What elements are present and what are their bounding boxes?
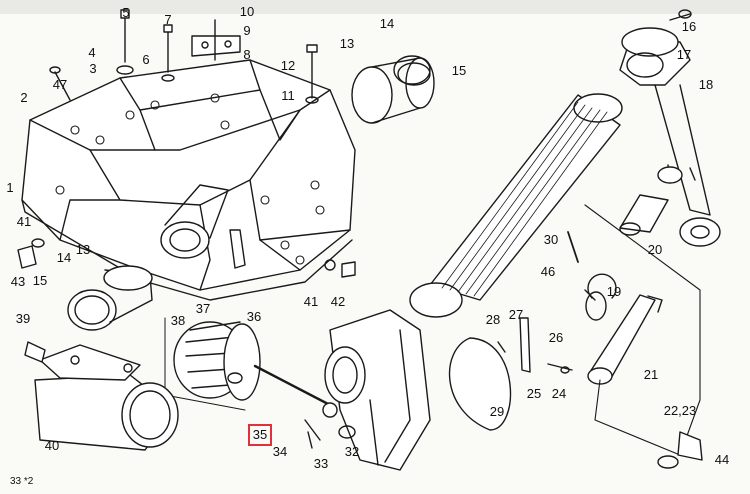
part-label: 36 xyxy=(246,309,262,324)
small-parts xyxy=(17,231,703,469)
part-label: 41 xyxy=(16,214,32,229)
part-label: 2 xyxy=(20,90,28,105)
part-label: 13 xyxy=(75,242,91,257)
piston-assembly xyxy=(164,317,356,449)
part-label: 39 xyxy=(15,311,31,326)
part-label: 7 xyxy=(164,12,172,27)
part-label: 4 xyxy=(88,45,96,60)
part-label: 8 xyxy=(243,47,251,62)
page-shade xyxy=(0,0,750,14)
splined-shaft xyxy=(409,93,623,318)
part-label: 29 xyxy=(489,404,505,419)
part-label: 30 xyxy=(543,232,559,247)
part-label: 14 xyxy=(56,250,72,265)
left-rings xyxy=(67,265,153,331)
upper-rings xyxy=(351,55,435,124)
part-label: 17 xyxy=(676,47,692,62)
part-label: 41 xyxy=(303,294,319,309)
part-label: 47 xyxy=(52,77,68,92)
part-label: 15 xyxy=(32,273,48,288)
part-label: 6 xyxy=(142,52,150,67)
part-label: 18 xyxy=(698,77,714,92)
part-label: 27 xyxy=(508,307,524,322)
part-label: 32 xyxy=(344,444,360,459)
part-label: 37 xyxy=(195,301,211,316)
bracket-lines xyxy=(584,204,701,456)
part-label: 1 xyxy=(6,180,14,195)
lever-arm xyxy=(619,9,721,247)
cylinder xyxy=(24,341,179,451)
part-label: 9 xyxy=(243,23,251,38)
part-label: 42 xyxy=(330,294,346,309)
part-label: 34 xyxy=(272,444,288,459)
part-label: 22,23 xyxy=(663,403,697,418)
part-label: 38 xyxy=(170,313,186,328)
part-label: 21 xyxy=(643,367,659,382)
fork-housing xyxy=(324,309,431,471)
highlight-box xyxy=(248,424,272,446)
part-label: 10 xyxy=(239,4,255,19)
part-label: 20 xyxy=(647,242,663,257)
part-label: 11 xyxy=(281,88,295,103)
top-bolts xyxy=(49,9,319,104)
part-label: 15 xyxy=(451,63,467,78)
part-label: 28 xyxy=(485,312,501,327)
housing-cover xyxy=(21,59,356,301)
part-label: 16 xyxy=(681,19,697,34)
highlighted-part-label: 35 xyxy=(252,427,268,442)
part-label: 33 xyxy=(313,456,329,471)
part-label: 13 xyxy=(339,36,355,51)
part-label: 12 xyxy=(280,58,296,73)
part-label: 19 xyxy=(606,284,622,299)
part-label: 43 xyxy=(10,274,26,289)
page-caption: 33 *2 xyxy=(10,476,34,487)
part-label: 44 xyxy=(714,452,730,467)
part-label: 24 xyxy=(551,386,567,401)
part-label: 3 xyxy=(89,61,97,76)
part-label: 5 xyxy=(122,5,130,20)
part-label: 40 xyxy=(44,438,60,453)
part-label: 26 xyxy=(548,330,564,345)
part-label: 14 xyxy=(379,16,395,31)
part-label: 25 xyxy=(526,386,542,401)
part-label: 46 xyxy=(540,264,556,279)
